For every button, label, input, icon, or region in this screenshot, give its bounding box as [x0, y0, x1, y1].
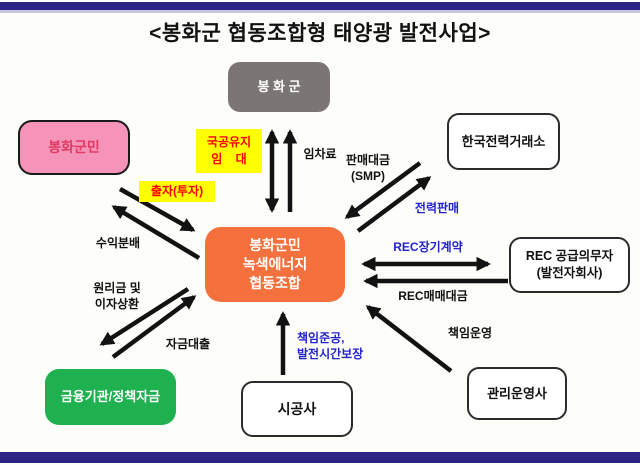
coop-label-line1: 봉화군민: [249, 237, 301, 254]
rec-label-line2: (발전자회사): [536, 266, 603, 280]
arrow-sales-price-smp: [344, 161, 422, 219]
label-principal-interest-repayment: 원리금 및 이자상환: [84, 281, 150, 312]
node-financial-institution: 금융기관/정책자금: [45, 369, 176, 425]
label-construction-guarantee: 책임준공, 발전시간보장: [297, 331, 383, 362]
diagram-title: <봉화군 협동조합형 태양광 발전사업>: [149, 22, 491, 45]
arrow-loan: [111, 295, 197, 359]
bottom-border-bar: [0, 452, 640, 463]
arrow-principal-repay: [99, 287, 190, 346]
node-korea-power-exchange: 한국전력거래소: [447, 113, 560, 170]
land-lease-line1: 국공유지: [206, 134, 252, 149]
label-rec-trade-payment: REC매매대금: [398, 289, 468, 303]
label-sales-price-smp: 판매대금 (SMP): [330, 153, 406, 184]
arrow-responsible-operation: [365, 305, 453, 373]
arrow-power-sale: [356, 176, 432, 233]
node-county-residents: 봉화군민: [18, 120, 130, 175]
principal-line1: 원리금 및: [93, 281, 141, 295]
label-rec-long-term-contract: REC장기계약: [393, 240, 463, 254]
construction-line2: 발전시간보장: [297, 346, 364, 361]
label-public-land-lease: 국공유지 임 대: [196, 129, 262, 173]
rec-label-line1: REC 공급의무자: [525, 249, 614, 264]
label-loan: 자금대출: [165, 337, 211, 351]
node-green-energy-coop: 봉화군민 녹색에너지 협동조합: [205, 227, 345, 302]
coop-label-line2: 녹색에너지: [242, 256, 308, 273]
coop-label-line3: 협동조합: [249, 274, 301, 291]
label-rent: 임차료: [303, 147, 337, 161]
land-lease-line2: 임 대: [211, 152, 247, 166]
label-responsible-operation: 책임운영: [447, 326, 493, 340]
label-power-sale: 전력판매: [414, 201, 460, 215]
top-border-bar: [0, 2, 640, 10]
node-bonghwa-county: 봉 화 군: [228, 62, 330, 112]
node-management-operator: 관리운영사: [467, 367, 567, 420]
label-investment: 출자(투자): [139, 181, 215, 202]
node-rec-obligated-supplier: REC 공급의무자 (발전자회사): [509, 237, 630, 293]
node-construction-company: 시공사: [241, 381, 353, 437]
label-profit-distribution: 수익분배: [95, 236, 141, 250]
arrow-investment: [118, 187, 196, 232]
principal-line2: 이자상환: [94, 296, 140, 311]
arrow-profit-share: [111, 205, 201, 260]
top-border-accent: [0, 10, 640, 13]
sales-price-line1: 판매대금: [345, 153, 391, 167]
construction-line1: 책임준공,: [297, 331, 345, 345]
sales-price-line2: (SMP): [351, 168, 385, 183]
